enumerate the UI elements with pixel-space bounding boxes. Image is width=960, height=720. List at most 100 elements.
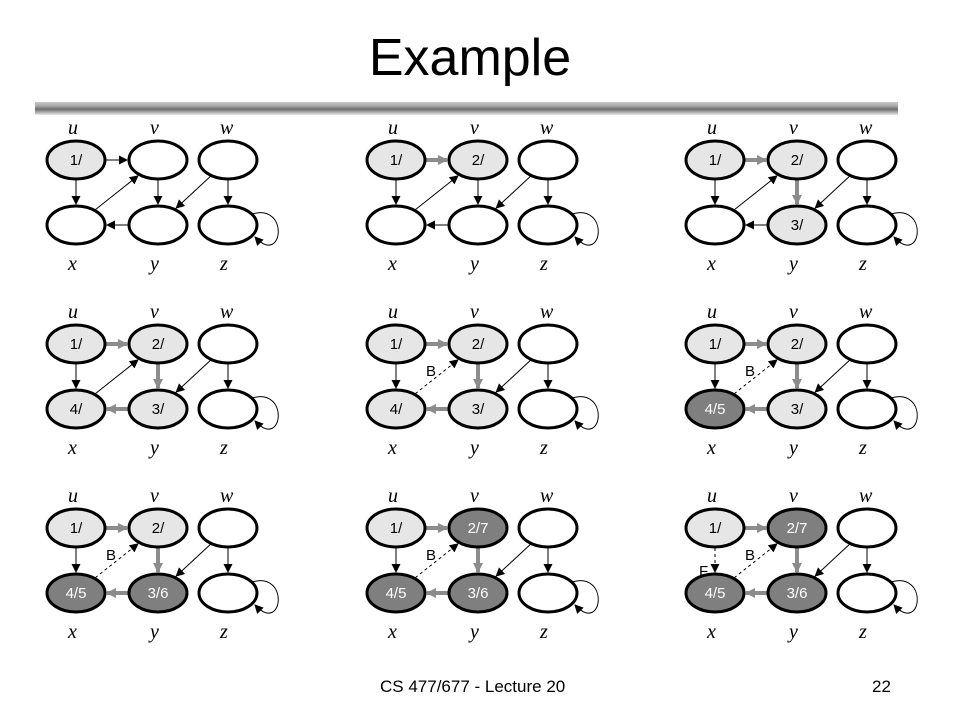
node-time-y: 3/ bbox=[152, 401, 165, 418]
node-x bbox=[365, 204, 427, 246]
edge-x-v bbox=[94, 543, 139, 579]
vertex-label-z: z bbox=[858, 437, 867, 459]
node-time-x: 4/ bbox=[390, 401, 403, 418]
node-z bbox=[197, 204, 259, 246]
vertex-label-u: u bbox=[68, 301, 78, 323]
node-time-u: 1/ bbox=[709, 336, 722, 353]
node-y bbox=[127, 204, 189, 246]
vertex-label-y: y bbox=[468, 621, 479, 643]
vertex-label-v: v bbox=[789, 301, 798, 323]
node-u bbox=[45, 139, 107, 181]
vertex-label-x: x bbox=[67, 437, 77, 459]
footer-course: CS 477/677 - Lecture 20 bbox=[380, 677, 566, 696]
node-time-v: 2/ bbox=[472, 336, 485, 353]
node-time-u: 1/ bbox=[709, 520, 722, 537]
node-v bbox=[127, 507, 189, 549]
node-y bbox=[447, 572, 509, 614]
vertex-label-w: w bbox=[859, 485, 873, 507]
edge-w-y bbox=[814, 359, 850, 393]
edge-w-y bbox=[175, 175, 211, 209]
vertex-label-z: z bbox=[539, 253, 548, 275]
edge-x-v bbox=[733, 175, 778, 211]
vertex-label-w: w bbox=[859, 117, 873, 139]
edge-x-v bbox=[414, 175, 459, 211]
edge-w-y bbox=[495, 543, 531, 577]
vertex-label-y: y bbox=[468, 253, 479, 275]
edge-z-z bbox=[571, 580, 599, 614]
node-time-u: 1/ bbox=[709, 152, 722, 169]
edge-w-y bbox=[495, 175, 531, 209]
node-x bbox=[684, 204, 746, 246]
node-x bbox=[365, 388, 427, 430]
vertex-label-v: v bbox=[789, 485, 798, 507]
node-z bbox=[517, 572, 579, 614]
vertex-label-z: z bbox=[219, 437, 228, 459]
vertex-label-u: u bbox=[707, 301, 717, 323]
node-v bbox=[447, 323, 509, 365]
node-x bbox=[45, 204, 107, 246]
node-time-x: 4/5 bbox=[705, 401, 726, 418]
node-y bbox=[766, 572, 828, 614]
node-time-y: 3/6 bbox=[148, 585, 169, 602]
vertex-label-w: w bbox=[540, 301, 554, 323]
node-z bbox=[836, 204, 898, 246]
edge-x-v bbox=[733, 543, 778, 579]
node-time-x: 4/5 bbox=[386, 585, 407, 602]
edge-label-x-v: B bbox=[745, 363, 755, 380]
edge-z-z bbox=[890, 212, 918, 246]
edge-z-z bbox=[571, 396, 599, 430]
edge-z-z bbox=[890, 396, 918, 430]
vertex-label-x: x bbox=[706, 253, 716, 275]
vertex-label-x: x bbox=[67, 621, 77, 643]
node-time-y: 3/ bbox=[472, 401, 485, 418]
node-y bbox=[447, 388, 509, 430]
node-time-y: 3/6 bbox=[468, 585, 489, 602]
vertex-label-v: v bbox=[470, 301, 479, 323]
node-y bbox=[766, 388, 828, 430]
vertex-label-u: u bbox=[68, 117, 78, 139]
node-u bbox=[45, 507, 107, 549]
vertex-label-w: w bbox=[220, 117, 234, 139]
node-x bbox=[684, 388, 746, 430]
node-v bbox=[447, 507, 509, 549]
node-z bbox=[197, 572, 259, 614]
node-time-x: 4/5 bbox=[66, 585, 87, 602]
vertex-label-y: y bbox=[148, 253, 159, 275]
edge-x-v bbox=[414, 543, 459, 579]
node-w bbox=[836, 507, 898, 549]
edge-label-x-v: B bbox=[745, 547, 755, 564]
node-y bbox=[127, 388, 189, 430]
edge-w-y bbox=[814, 543, 850, 577]
node-time-u: 1/ bbox=[390, 336, 403, 353]
edge-w-y bbox=[175, 543, 211, 577]
vertex-label-v: v bbox=[470, 485, 479, 507]
vertex-label-x: x bbox=[387, 437, 397, 459]
vertex-label-w: w bbox=[220, 301, 234, 323]
node-time-y: 3/6 bbox=[787, 585, 808, 602]
vertex-label-z: z bbox=[539, 621, 548, 643]
node-u bbox=[684, 507, 746, 549]
node-time-u: 1/ bbox=[70, 336, 83, 353]
vertex-label-y: y bbox=[787, 253, 798, 275]
edge-z-z bbox=[251, 580, 279, 614]
node-x bbox=[45, 572, 107, 614]
title-underline bbox=[35, 102, 898, 115]
edge-w-y bbox=[175, 359, 211, 393]
node-time-u: 1/ bbox=[390, 152, 403, 169]
vertex-label-w: w bbox=[220, 485, 234, 507]
node-w bbox=[197, 323, 259, 365]
node-v bbox=[447, 139, 509, 181]
node-time-x: 4/5 bbox=[705, 585, 726, 602]
vertex-label-x: x bbox=[706, 621, 716, 643]
node-time-y: 3/ bbox=[791, 217, 804, 234]
vertex-label-x: x bbox=[67, 253, 77, 275]
edge-x-v bbox=[414, 359, 459, 395]
node-x bbox=[684, 572, 746, 614]
